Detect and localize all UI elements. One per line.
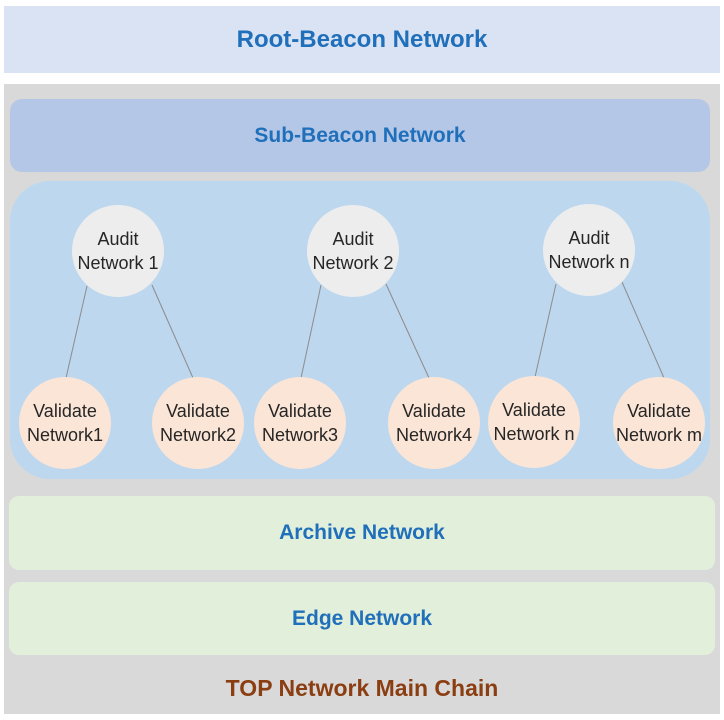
validate-network-4-node: Validate Network4 <box>388 377 480 469</box>
audit-network-2-node: Audit Network 2 <box>307 205 399 297</box>
validate-network-m-node: Validate Network m <box>613 377 705 469</box>
sub-beacon-label: Sub-Beacon Network <box>254 123 466 147</box>
validate-network-n-node: Validate Network n <box>488 376 580 468</box>
edge-network: Edge Network <box>9 582 715 655</box>
edge-network-label: Edge Network <box>291 606 433 630</box>
validate-node-line2: Network n <box>493 424 575 444</box>
validate-network-1-node: Validate Network1 <box>19 377 111 469</box>
validate-network-3-node: Validate Network3 <box>254 377 346 469</box>
audit-network-n-node: Audit Network n <box>543 204 635 296</box>
sub-beacon-network: Sub-Beacon Network <box>10 99 710 172</box>
validate-node-line1: Validate <box>268 401 332 421</box>
audit-node-line2: Network 1 <box>77 253 159 273</box>
audit-network-1-node: Audit Network 1 <box>72 205 164 297</box>
validate-node-line2: Network2 <box>159 425 237 445</box>
validate-network-2-node: Validate Network2 <box>152 377 244 469</box>
main-chain-title: TOP Network Main Chain <box>4 670 720 706</box>
validate-node-line1: Validate <box>166 401 230 421</box>
archive-network: Archive Network <box>9 496 715 570</box>
audit-node-line1: Audit <box>97 229 139 249</box>
validate-node-line2: Network3 <box>261 425 339 445</box>
audit-node-line1: Audit <box>568 228 610 248</box>
audit-node-line2: Network n <box>548 252 630 272</box>
main-chain-label: TOP Network Main Chain <box>225 674 499 701</box>
validate-node-line2: Network4 <box>395 425 473 445</box>
root-beacon-network: Root-Beacon Network <box>4 6 720 73</box>
validate-node-line2: Network m <box>615 425 702 445</box>
root-beacon-label: Root-Beacon Network <box>236 25 488 53</box>
audit-node-line2: Network 2 <box>312 253 394 273</box>
archive-network-label: Archive Network <box>279 521 445 544</box>
validate-node-line1: Validate <box>502 400 566 420</box>
audit-node-line1: Audit <box>332 229 374 249</box>
validate-node-line2: Network1 <box>26 425 104 445</box>
validate-node-line1: Validate <box>33 401 97 421</box>
validate-node-line1: Validate <box>627 401 691 421</box>
validate-node-line1: Validate <box>402 401 466 421</box>
